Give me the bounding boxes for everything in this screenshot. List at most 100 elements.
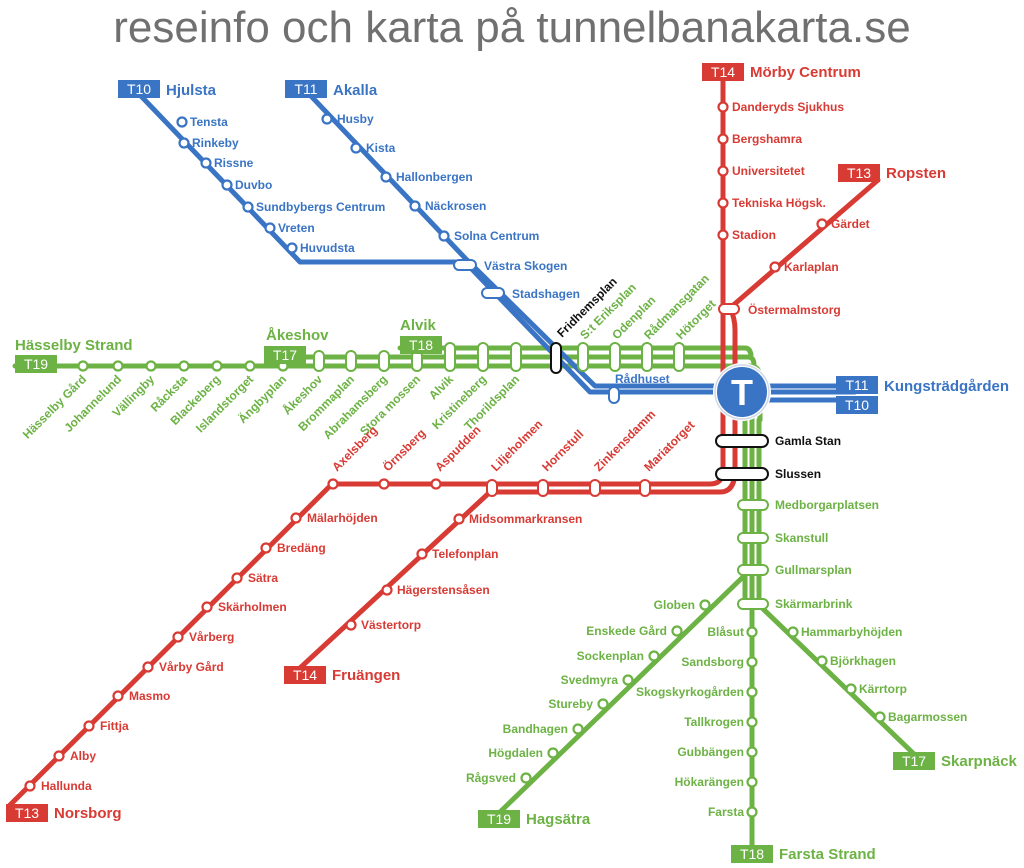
station-karlaplan-label[interactable]: Karlaplan xyxy=(784,260,839,274)
station-masmo-label[interactable]: Masmo xyxy=(129,689,170,703)
station-skarmarbrink-marker[interactable] xyxy=(737,598,769,610)
station-liljeholmen-marker[interactable] xyxy=(486,479,498,497)
station-alby-marker[interactable] xyxy=(53,750,65,762)
hasselby-strand-terminal[interactable]: Hässelby Strand xyxy=(15,337,133,354)
station-bandhagen-marker[interactable] xyxy=(572,723,584,735)
station-skarholmen-label[interactable]: Skärholmen xyxy=(218,600,287,614)
station-s-t-eriksplan-marker[interactable] xyxy=(577,342,589,372)
station-hokarangen-label[interactable]: Hökarängen xyxy=(675,775,744,789)
station-masmo-marker[interactable] xyxy=(112,690,124,702)
station-husby-marker[interactable] xyxy=(321,113,333,125)
station-gullmarsplan-label[interactable]: Gullmarsplan xyxy=(775,563,852,577)
station-sockenplan-label[interactable]: Sockenplan xyxy=(577,649,644,663)
station-duvbo-label[interactable]: Duvbo xyxy=(235,178,272,192)
station-vastertorp-label[interactable]: Västertorp xyxy=(361,618,421,632)
station-hasselby-gard-marker[interactable] xyxy=(77,360,89,372)
station-aspudden-marker[interactable] xyxy=(430,478,442,490)
station-sockenplan-marker[interactable] xyxy=(648,650,660,662)
station-akeshov-marker[interactable] xyxy=(313,350,325,372)
station-ragsved-marker[interactable] xyxy=(520,772,532,784)
station-skanstull-marker[interactable] xyxy=(737,532,769,544)
station-kristineberg-marker[interactable] xyxy=(477,342,489,372)
station-gamla-stan-marker[interactable] xyxy=(715,434,769,448)
station-globen-label[interactable]: Globen xyxy=(654,598,695,612)
station-tallkrogen-marker[interactable] xyxy=(746,716,758,728)
station-satra-marker[interactable] xyxy=(231,572,243,584)
station-hogdalen-label[interactable]: Högdalen xyxy=(488,746,543,760)
station-varberg-label[interactable]: Vårberg xyxy=(189,630,234,644)
station-alby-label[interactable]: Alby xyxy=(70,749,96,763)
station-danderyds-sjukhus-marker[interactable] xyxy=(717,101,729,113)
station-zinkensdamm-marker[interactable] xyxy=(589,479,601,497)
station-blasut-label[interactable]: Blåsut xyxy=(707,625,744,639)
station-fridhemsplan-marker[interactable] xyxy=(550,342,562,374)
station-rissne-marker[interactable] xyxy=(200,157,212,169)
station-huvudsta-label[interactable]: Huvudsta xyxy=(300,241,355,255)
station-bjorkhagen-marker[interactable] xyxy=(816,655,828,667)
station-vastra-skogen-marker[interactable] xyxy=(453,259,477,271)
station-tallkrogen-label[interactable]: Tallkrogen xyxy=(684,715,744,729)
station-sundbybergs-centrum-label[interactable]: Sundbybergs Centrum xyxy=(256,200,385,214)
station-hallonbergen-marker[interactable] xyxy=(380,171,392,183)
station-malarhojden-marker[interactable] xyxy=(290,512,302,524)
station-globen-marker[interactable] xyxy=(699,599,711,611)
station-hotorget-marker[interactable] xyxy=(673,342,685,372)
station-liljeholmen-label[interactable]: Liljeholmen xyxy=(488,417,545,474)
station-gullmarsplan-marker[interactable] xyxy=(737,564,769,576)
station-ostermalmstorg-label[interactable]: Östermalmstorg xyxy=(748,302,841,317)
station-skanstull-label[interactable]: Skanstull xyxy=(775,531,828,545)
station-hallunda-marker[interactable] xyxy=(24,780,36,792)
station-ostermalmstorg-marker[interactable] xyxy=(718,303,740,315)
station-kista-marker[interactable] xyxy=(350,142,362,154)
station-gardet-marker[interactable] xyxy=(816,218,828,230)
kungstradgarden-terminal[interactable]: Kungsträdgården xyxy=(884,378,1009,395)
station-svedmyra-marker[interactable] xyxy=(622,674,634,686)
station-medborgarplatsen-marker[interactable] xyxy=(737,499,769,511)
station-bandhagen-label[interactable]: Bandhagen xyxy=(503,722,568,736)
station-skogskyrkogarden-marker[interactable] xyxy=(746,686,758,698)
station-farsta-marker[interactable] xyxy=(746,806,758,818)
station-stureby-marker[interactable] xyxy=(597,698,609,710)
station-sundbybergs-centrum-marker[interactable] xyxy=(242,201,254,213)
station-tensta-marker[interactable] xyxy=(176,116,188,128)
station-hallonbergen-label[interactable]: Hallonbergen xyxy=(396,170,473,184)
station-karlaplan-marker[interactable] xyxy=(769,261,781,273)
station-stureby-label[interactable]: Stureby xyxy=(548,697,593,711)
station-alvik-label[interactable]: Alvik xyxy=(426,372,456,402)
station-bergshamra-marker[interactable] xyxy=(717,133,729,145)
station-farsta-label[interactable]: Farsta xyxy=(708,805,744,819)
station-hammarbyhojden-label[interactable]: Hammarbyhöjden xyxy=(801,625,902,639)
station-radmansgatan-marker[interactable] xyxy=(641,342,653,372)
akeshov-terminal[interactable]: Åkeshov xyxy=(266,327,329,344)
station-hogdalen-marker[interactable] xyxy=(547,747,559,759)
station-varby-gard-label[interactable]: Vårby Gård xyxy=(159,660,224,674)
station-universitetet-label[interactable]: Universitetet xyxy=(732,164,805,178)
station-vastra-skogen-label[interactable]: Västra Skogen xyxy=(484,259,567,273)
station-blasut-marker[interactable] xyxy=(746,626,758,638)
station-ornsberg-label[interactable]: Örnsberg xyxy=(380,425,429,474)
station-gardet-label[interactable]: Gärdet xyxy=(831,217,870,231)
norsborg-terminal[interactable]: Norsborg xyxy=(54,805,122,822)
station-mariatorget-label[interactable]: Mariatorget xyxy=(641,418,697,474)
station-husby-label[interactable]: Husby xyxy=(337,112,374,126)
station-gubbangen-label[interactable]: Gubbängen xyxy=(677,745,744,759)
station-rinkeby-marker[interactable] xyxy=(178,137,190,149)
station-abrahamsberg-marker[interactable] xyxy=(378,350,390,372)
station-bredang-label[interactable]: Bredäng xyxy=(277,541,326,555)
station-gubbangen-marker[interactable] xyxy=(746,746,758,758)
station-universitetet-marker[interactable] xyxy=(717,165,729,177)
ropsten-terminal[interactable]: Ropsten xyxy=(886,165,946,182)
station-thorildsplan-marker[interactable] xyxy=(510,342,522,372)
station-stadion-marker[interactable] xyxy=(717,229,729,241)
station-skogskyrkogarden-label[interactable]: Skogskyrkogården xyxy=(636,685,744,699)
station-bagarmossen-label[interactable]: Bagarmossen xyxy=(888,710,967,724)
station-stadshagen-label[interactable]: Stadshagen xyxy=(512,287,580,301)
station-telefonplan-marker[interactable] xyxy=(416,548,428,560)
station-ornsberg-marker[interactable] xyxy=(378,478,390,490)
station-rinkeby-label[interactable]: Rinkeby xyxy=(192,136,239,150)
station-enskede-gard-marker[interactable] xyxy=(671,625,683,637)
station-varby-gard-marker[interactable] xyxy=(142,661,154,673)
station-hagerstensasen-marker[interactable] xyxy=(381,584,393,596)
station-solna-centrum-label[interactable]: Solna Centrum xyxy=(454,229,539,243)
station-hokarangen-marker[interactable] xyxy=(746,776,758,788)
